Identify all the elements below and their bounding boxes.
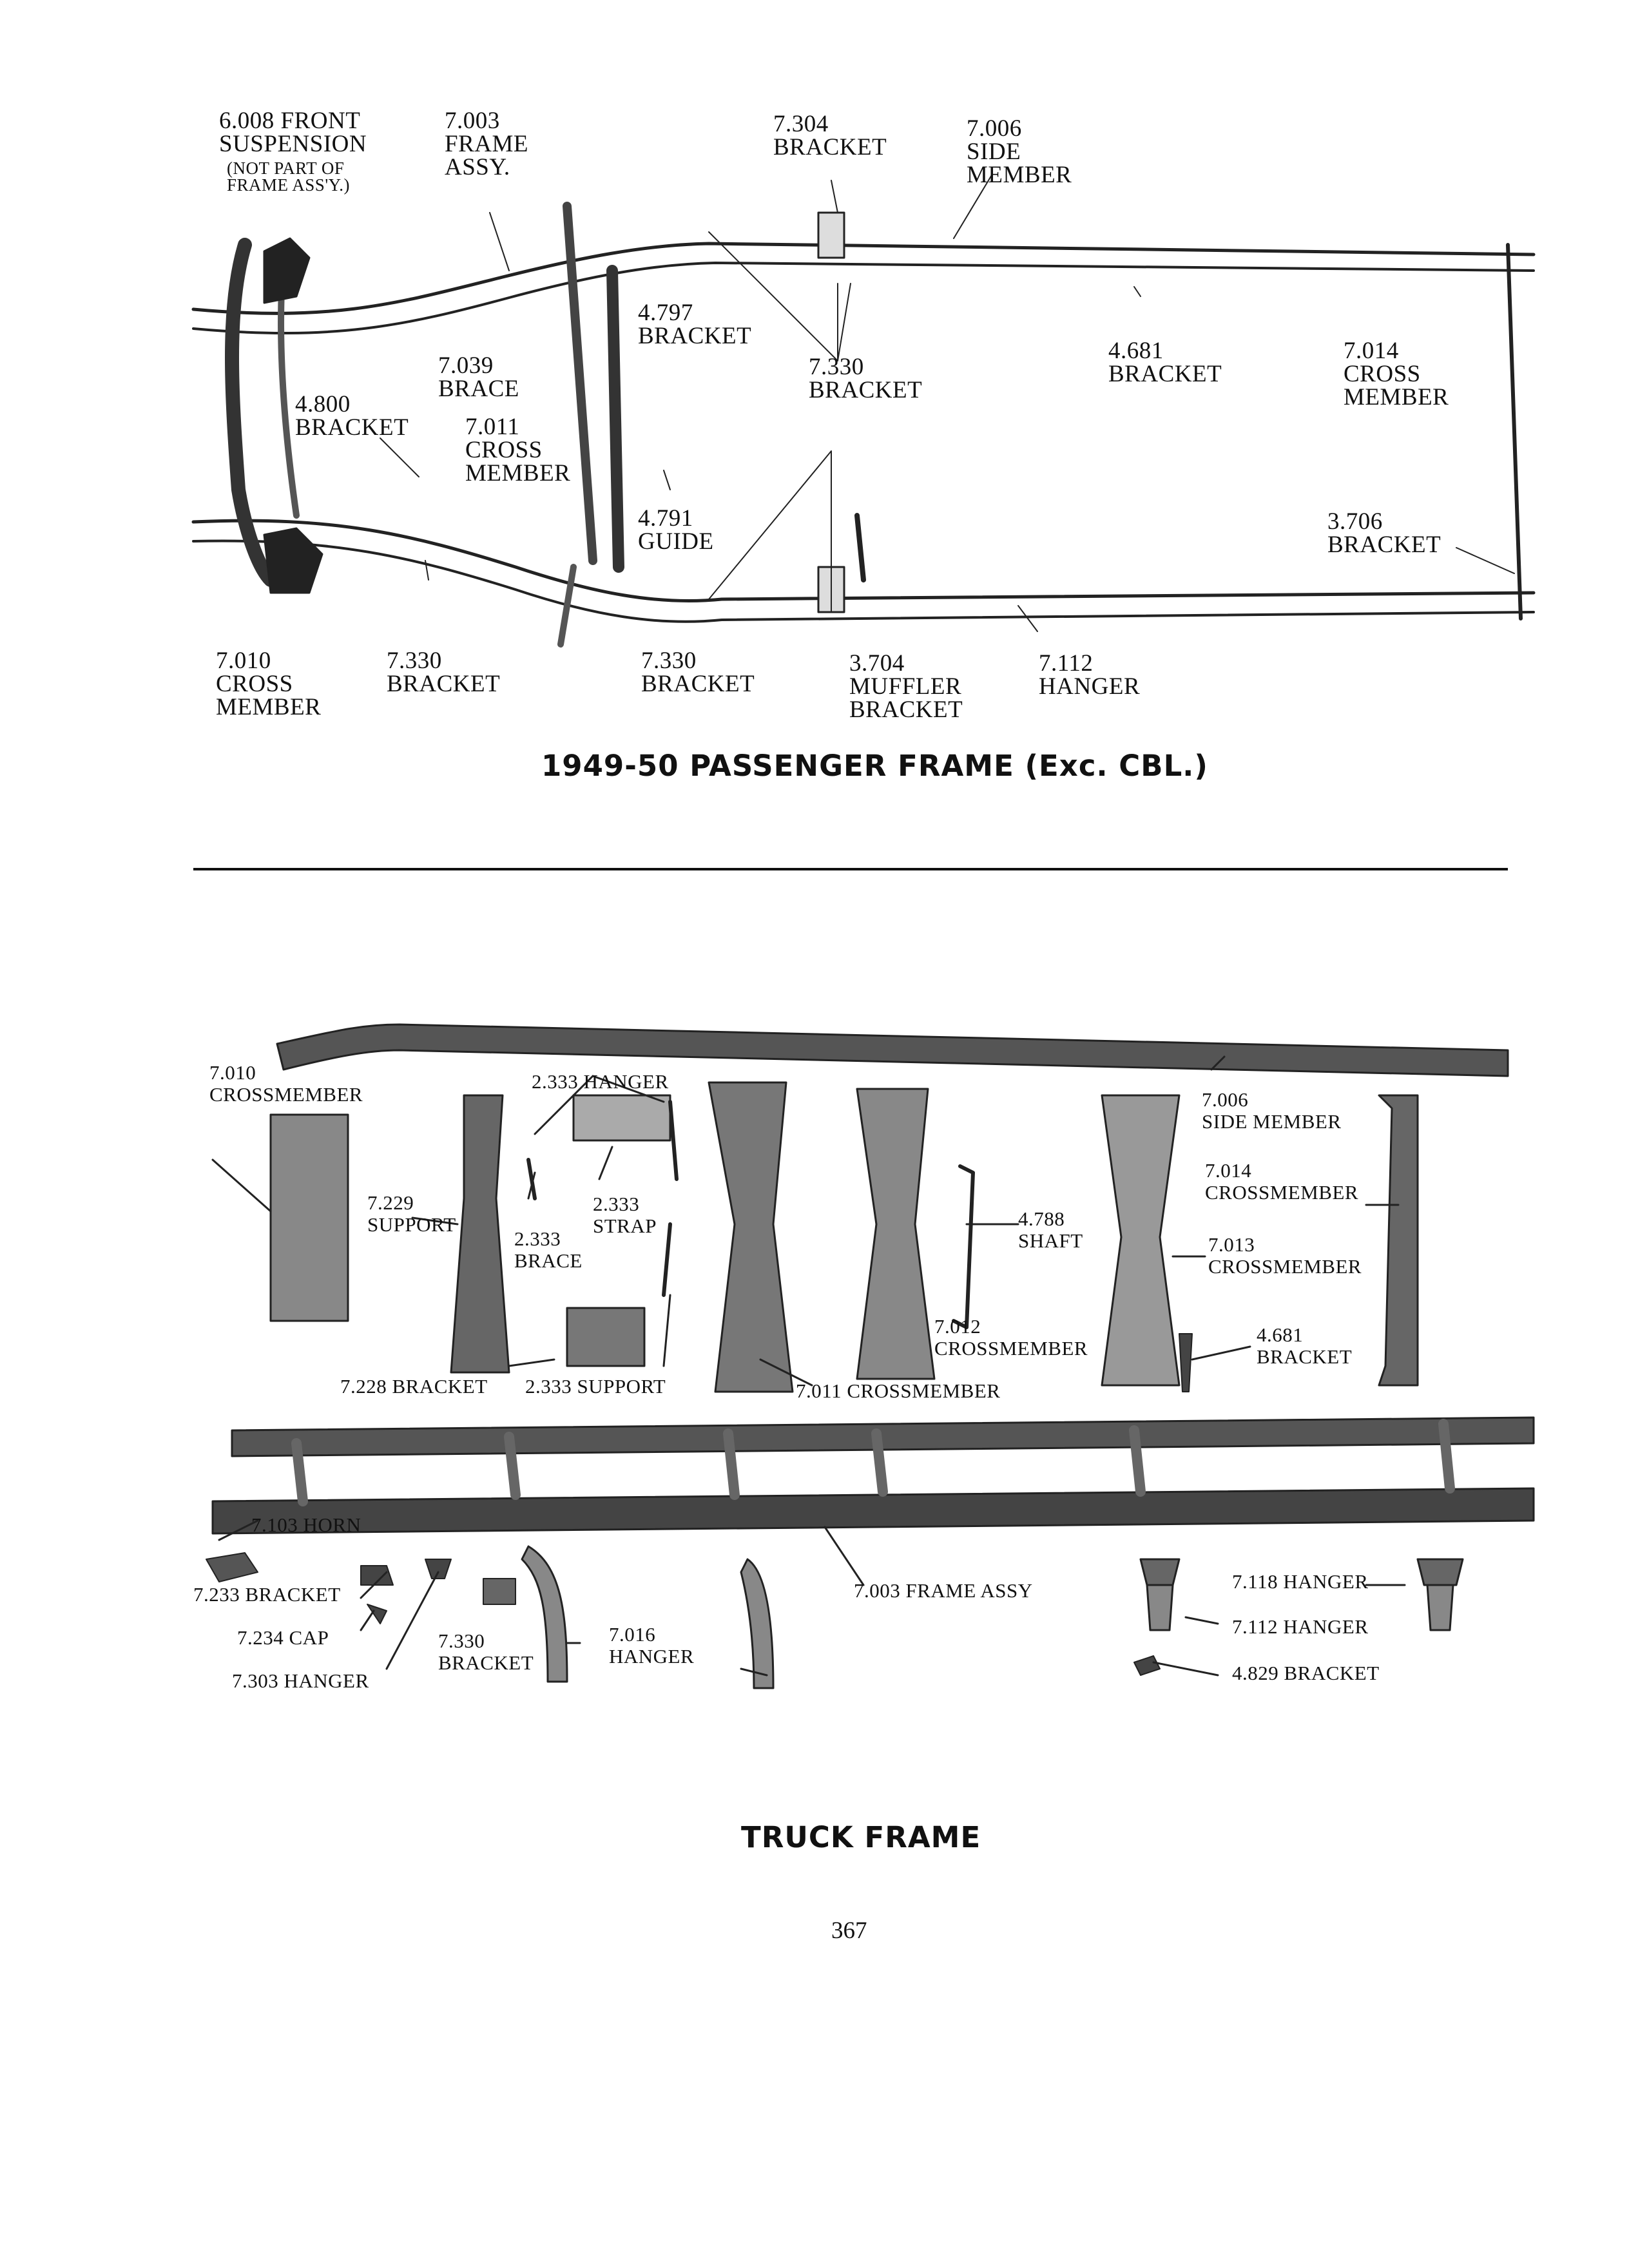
- label-t-7118: 7.118 HANGER: [1232, 1570, 1369, 1593]
- label-t-7330: 7.330 BRACKET: [438, 1629, 534, 1674]
- passenger-frame-title: 1949-50 PASSENGER FRAME (Exc. CBL.): [541, 749, 1208, 783]
- label-cross-7010: 7.010 CROSS MEMBER: [216, 648, 322, 720]
- label-muffler-3704: 3.704 MUFFLER BRACKET: [849, 650, 963, 723]
- label-bracket-7330-a: 7.330 BRACKET: [387, 648, 501, 697]
- section-divider: [193, 868, 1508, 870]
- label-front-suspension: 6.008 FRONT SUSPENSION: [219, 108, 367, 157]
- label-t-7014: 7.014 CROSSMEMBER: [1205, 1159, 1359, 1204]
- label-t-7013: 7.013 CROSSMEMBER: [1208, 1233, 1362, 1278]
- label-bracket-7330-top: 7.330 BRACKET: [809, 354, 923, 403]
- label-bracket-4797: 4.797 BRACKET: [638, 300, 752, 349]
- passenger-frame-drawing: [191, 173, 1536, 648]
- label-bracket-7330-b: 7.330 BRACKET: [641, 648, 755, 697]
- label-t-4681: 4.681 BRACKET: [1257, 1323, 1353, 1368]
- label-cross-7011: 7.011 CROSS MEMBER: [465, 414, 571, 486]
- label-bracket-4681: 4.681 BRACKET: [1108, 338, 1222, 387]
- label-bracket-3706: 3.706 BRACKET: [1327, 508, 1441, 558]
- label-guide-4791: 4.791 GUIDE: [638, 505, 714, 555]
- label-side-member: 7.006 SIDE MEMBER: [967, 115, 1072, 188]
- label-t-2333-hanger: 2.333 HANGER: [532, 1070, 669, 1093]
- truck-frame-title: TRUCK FRAME: [741, 1820, 981, 1854]
- label-t-7003: 7.003 FRAME ASSY: [854, 1579, 1033, 1602]
- truck-frame-drawing: [206, 1023, 1535, 1689]
- label-t-7303: 7.303 HANGER: [232, 1669, 369, 1692]
- label-cross-7014: 7.014 CROSS MEMBER: [1344, 338, 1449, 410]
- label-frame-assy: 7.003 FRAME ASSY.: [445, 108, 528, 180]
- label-t-7233: 7.233 BRACKET: [193, 1583, 341, 1606]
- label-t-7016: 7.016 HANGER: [609, 1623, 695, 1667]
- label-t-7229: 7.229 SUPPORT: [367, 1191, 456, 1236]
- label-t-2333-brace: 2.333 BRACE: [514, 1227, 583, 1272]
- label-brace-7039: 7.039 BRACE: [438, 352, 519, 402]
- label-t-7112: 7.112 HANGER: [1232, 1615, 1369, 1638]
- label-t-4829: 4.829 BRACKET: [1232, 1662, 1380, 1684]
- label-t-7006: 7.006 SIDE MEMBER: [1202, 1088, 1342, 1133]
- label-front-suspension-note: (NOT PART OF FRAME ASS'Y.): [227, 159, 350, 195]
- page-number: 367: [831, 1917, 867, 1944]
- label-t-7010: 7.010 CROSSMEMBER: [209, 1061, 363, 1106]
- label-t-7228: 7.228 BRACKET: [340, 1375, 488, 1398]
- label-t-7103: 7.103 HORN: [251, 1514, 361, 1536]
- label-t-7012: 7.012 CROSSMEMBER: [934, 1315, 1088, 1360]
- label-bracket-4800: 4.800 BRACKET: [295, 391, 409, 441]
- label-t-2333-support: 2.333 SUPPORT: [525, 1375, 666, 1398]
- label-t-4788: 4.788 SHAFT: [1018, 1207, 1083, 1252]
- label-bracket-7304: 7.304 BRACKET: [773, 111, 887, 160]
- label-t-7234: 7.234 CAP: [237, 1626, 329, 1649]
- label-hanger-7112: 7.112 HANGER: [1039, 650, 1141, 700]
- label-t-7011: 7.011 CROSSMEMBER: [796, 1379, 1001, 1402]
- label-t-2333-strap: 2.333 STRAP: [593, 1193, 657, 1237]
